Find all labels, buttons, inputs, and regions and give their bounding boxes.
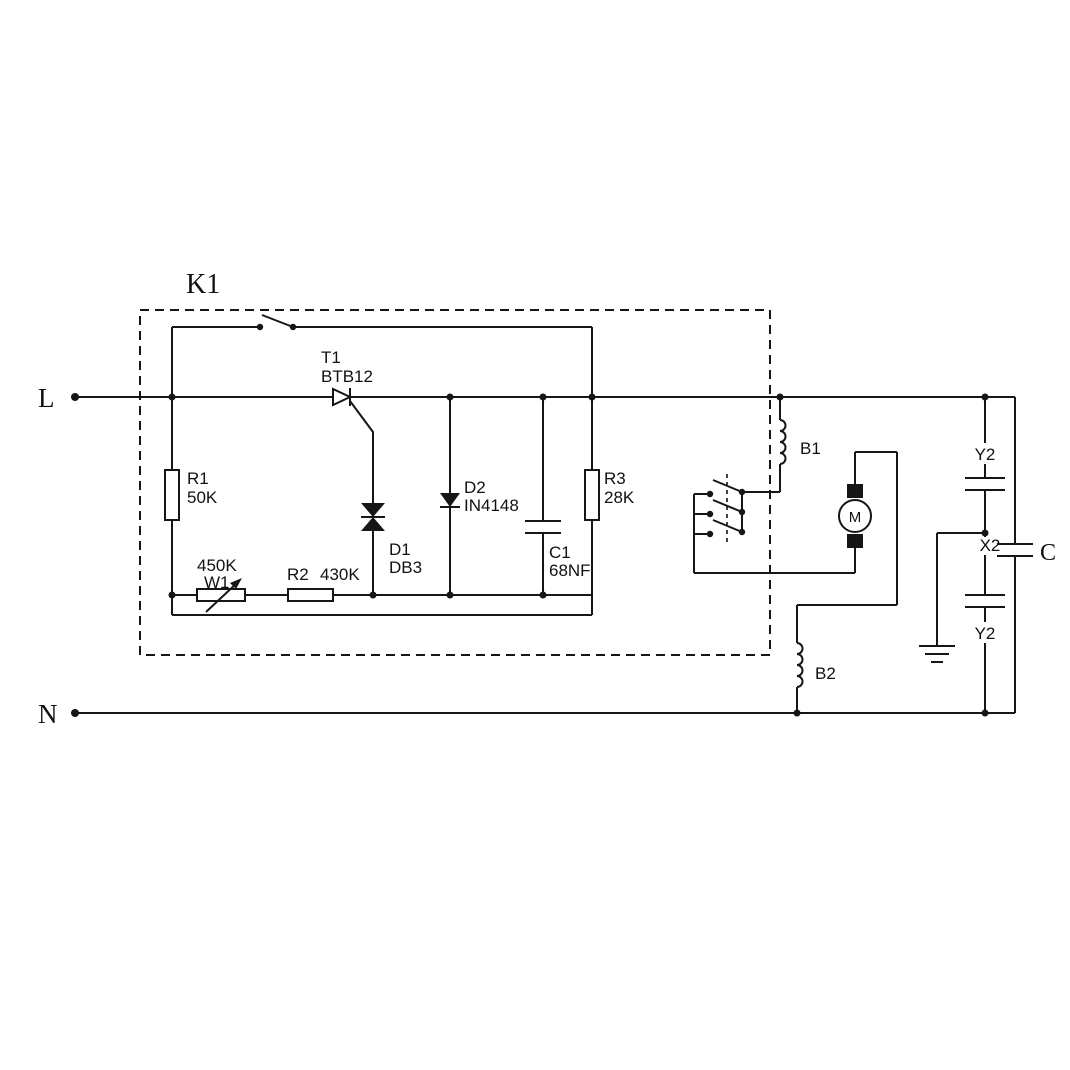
choke-coil bbox=[796, 605, 804, 713]
x2-capacitor-symbol bbox=[997, 397, 1033, 713]
switch-contact-dot bbox=[706, 530, 714, 538]
switch-output-wires bbox=[693, 493, 855, 574]
junction-dot bbox=[369, 591, 377, 599]
cap-block-label: C bbox=[1040, 540, 1056, 566]
motor-body bbox=[838, 499, 872, 533]
junction-dot bbox=[539, 591, 547, 599]
resistor-symbol bbox=[164, 469, 180, 521]
x2-capacitor: C bbox=[997, 397, 1056, 713]
switch-contact-dot bbox=[706, 510, 714, 518]
d2-ref-label: D2 bbox=[464, 478, 486, 497]
diode-triangle bbox=[440, 493, 460, 507]
motor-leads bbox=[797, 451, 898, 606]
resistor-symbol bbox=[584, 469, 600, 521]
motor-brush-top bbox=[847, 484, 863, 498]
bypass-switch bbox=[256, 314, 297, 331]
live-rail: L bbox=[38, 383, 1015, 413]
neutral-terminal-dot bbox=[71, 709, 79, 717]
switch-common-wires bbox=[741, 491, 780, 532]
junction-dot bbox=[981, 529, 989, 537]
c1-ref-label: C1 bbox=[549, 543, 571, 562]
r3-ref-label: R3 bbox=[604, 469, 626, 488]
motor-brush-bottom bbox=[847, 534, 863, 548]
capacitor-c1: C1 68NF bbox=[525, 397, 591, 599]
d2-part-label: IN4148 bbox=[464, 496, 519, 515]
r2-value-label: 430K bbox=[320, 565, 360, 584]
bypass-switch-blade bbox=[261, 314, 294, 328]
r1-ref-label: R1 bbox=[187, 469, 209, 488]
triac-part-label: BTB12 bbox=[321, 367, 373, 386]
neutral-rail-label: N bbox=[38, 699, 58, 729]
resistor-symbol bbox=[287, 588, 334, 602]
w1-value-label: 450K bbox=[197, 556, 237, 575]
b2-label: B2 bbox=[815, 664, 836, 683]
triac-gate-wire bbox=[349, 400, 374, 503]
triac-ref-label: T1 bbox=[321, 348, 341, 367]
motor-label: M bbox=[849, 509, 862, 526]
resistor-r2: R2 430K bbox=[287, 565, 360, 602]
b1-label: B1 bbox=[800, 439, 821, 458]
y2-bottom-label: Y2 bbox=[975, 624, 996, 643]
motor: M bbox=[797, 451, 898, 606]
emi-filter: Y2 X2 Y2 bbox=[919, 397, 1005, 713]
pot-arrow-shaft bbox=[205, 581, 239, 613]
live-terminal-dot bbox=[71, 393, 79, 401]
live-rail-label: L bbox=[38, 383, 55, 413]
switch-contact-dot bbox=[738, 528, 746, 536]
d1-part-label: DB3 bbox=[389, 558, 422, 577]
potentiometer-w1: 450K W1 bbox=[196, 556, 246, 613]
y2-top-label: Y2 bbox=[975, 445, 996, 464]
switch-contact-dot bbox=[738, 508, 746, 516]
earth-wire bbox=[936, 532, 985, 646]
pot-arrow-head bbox=[230, 578, 242, 589]
triac-t1: T1 BTB12 bbox=[321, 348, 374, 503]
d1-ref-label: D1 bbox=[389, 540, 411, 559]
k1-inner-frame-wires bbox=[171, 326, 593, 616]
k1-dashed-boundary bbox=[139, 309, 771, 656]
choke-b1: B1 bbox=[779, 397, 821, 492]
diode-d2: D2 IN4148 bbox=[440, 397, 519, 599]
junction-dot bbox=[446, 591, 454, 599]
k1-module-label: K1 bbox=[186, 269, 220, 300]
capacitor-symbol bbox=[525, 397, 561, 595]
x2-label: X2 bbox=[980, 536, 1001, 555]
diac-bar-and-lead bbox=[361, 516, 385, 595]
diac-d1: D1 DB3 bbox=[361, 503, 422, 599]
r3-value-label: 28K bbox=[604, 488, 635, 507]
triac-symbol bbox=[332, 387, 353, 407]
k1-dimmer-module: K1 bbox=[139, 269, 771, 656]
c1-value-label: 68NF bbox=[549, 561, 591, 580]
earth-ground-symbol bbox=[919, 645, 955, 663]
switch-contact-dot bbox=[706, 490, 714, 498]
switch-contact-dot bbox=[738, 488, 746, 496]
pot-symbol bbox=[196, 588, 246, 602]
resistor-r1: R1 50K bbox=[164, 469, 218, 521]
choke-coil bbox=[779, 397, 787, 492]
diac-triangle-down bbox=[361, 503, 385, 517]
switch-contact-dot bbox=[289, 323, 297, 331]
choke-b2: B2 bbox=[796, 605, 836, 713]
resistor-r3: R3 28K bbox=[584, 469, 635, 521]
r2-ref-label: R2 bbox=[287, 565, 309, 584]
r1-value-label: 50K bbox=[187, 488, 218, 507]
switch-contact-dot bbox=[256, 323, 264, 331]
diac-triangle-up bbox=[361, 517, 385, 531]
junction-dot bbox=[168, 591, 176, 599]
w1-ref-label: W1 bbox=[204, 573, 230, 592]
speed-selector-switch bbox=[693, 474, 855, 574]
neutral-rail: N bbox=[38, 699, 1015, 729]
y2-capacitor-chain bbox=[965, 397, 1005, 713]
